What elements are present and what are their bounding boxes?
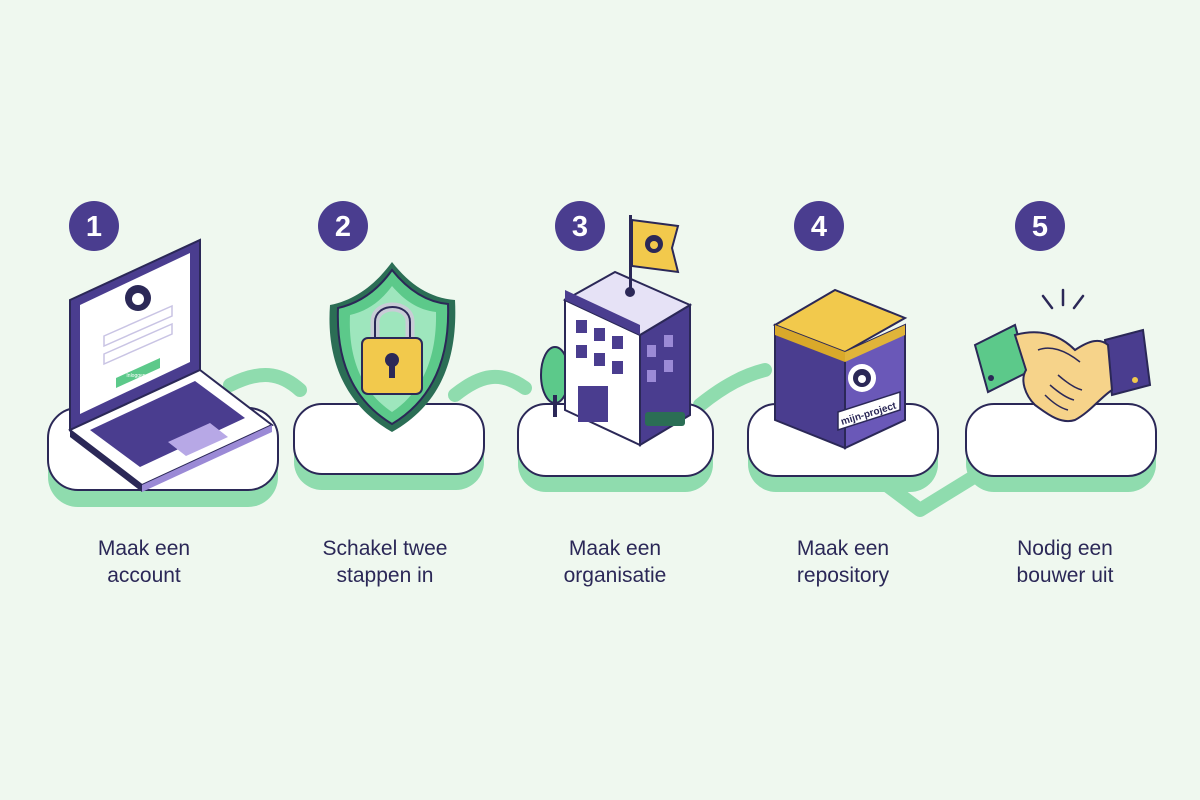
platform-2 [293, 403, 485, 490]
step-label-2-line1: Schakel twee [322, 537, 448, 560]
step-badge-2: 2 [318, 201, 368, 251]
step-label-1-line1: Maak een [97, 537, 191, 560]
svg-text:4: 4 [811, 211, 827, 243]
step-badge-3: 3 [555, 201, 605, 251]
step-label-4-line2: repository [796, 564, 890, 587]
step-label-3-line2: organisatie [563, 564, 667, 587]
box-icon: mijn-project [772, 288, 908, 450]
laptop-icon: Inloggen [68, 238, 274, 492]
step-label-4-line1: Maak een [796, 537, 890, 560]
svg-text:1: 1 [86, 211, 102, 243]
building-flag-icon [540, 215, 693, 447]
step-label-5: Nodig een bouwer uit [955, 535, 1175, 589]
step-label-2-line2: stappen in [336, 564, 434, 587]
step-badge-5: 5 [1015, 201, 1065, 251]
step-label-5-line1: Nodig een [1017, 537, 1113, 560]
step-label-1-line2: account [107, 564, 181, 587]
svg-text:3: 3 [572, 211, 588, 243]
handshake-icon [973, 288, 1152, 423]
step-label-3: Maak een organisatie [505, 535, 725, 589]
step-badge-4: 4 [794, 201, 844, 251]
svg-text:5: 5 [1032, 211, 1048, 243]
step-label-5-line2: bouwer uit [1016, 564, 1114, 587]
step-label-2: Schakel twee stappen in [275, 535, 495, 589]
svg-text:Inloggen: Inloggen [126, 373, 145, 379]
shield-lock-icon [329, 262, 456, 432]
platform-5 [965, 403, 1157, 492]
svg-text:2: 2 [335, 211, 351, 243]
step-label-1: Maak een account [34, 535, 254, 589]
step-label-3-line1: Maak een [568, 537, 662, 560]
step-badge-1: 1 [69, 201, 119, 251]
step-label-4: Maak een repository [733, 535, 953, 589]
